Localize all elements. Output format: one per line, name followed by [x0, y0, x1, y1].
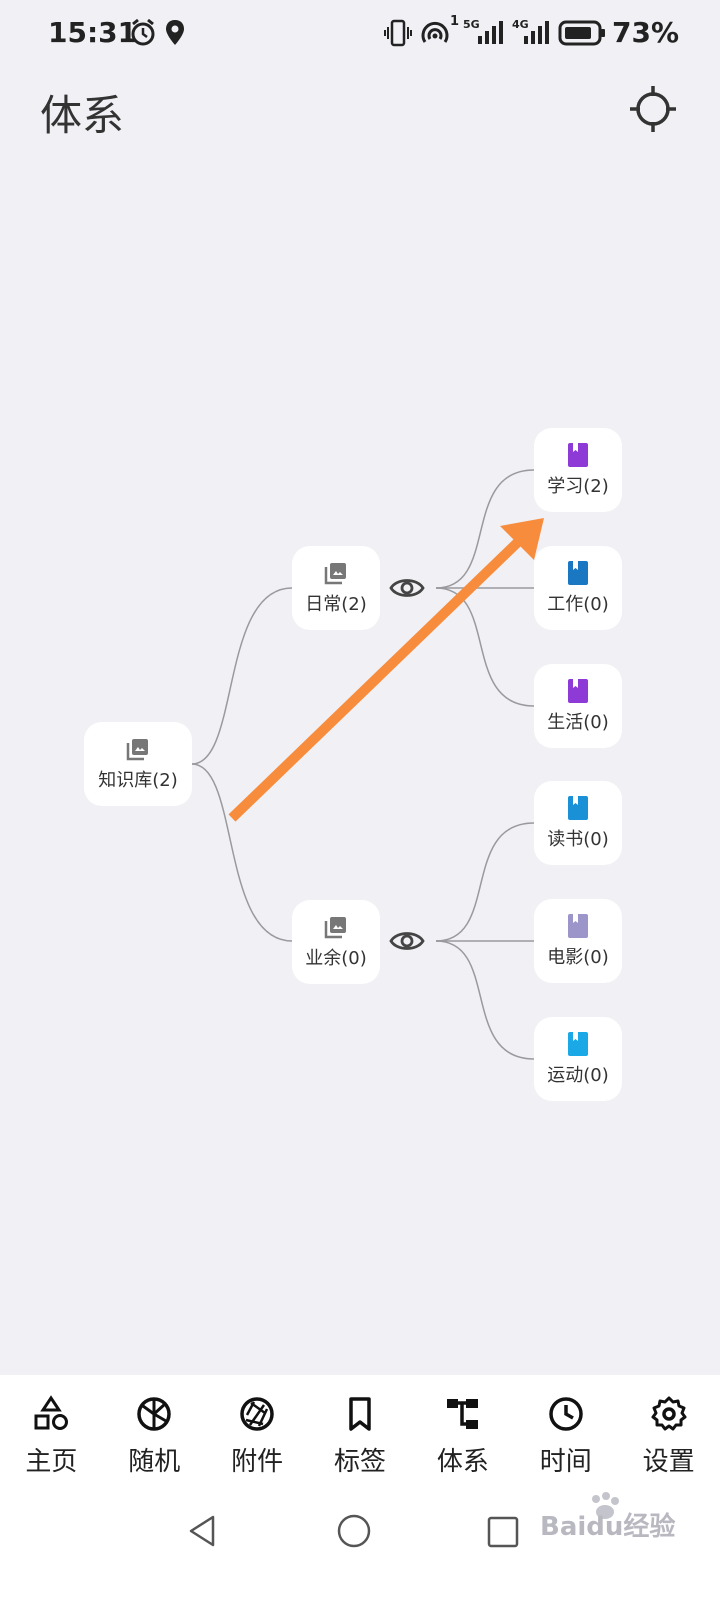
- network-5g: 5G: [463, 18, 480, 31]
- mind-map: 知识库(2) 日常(2) 业余(0) 学习(2): [84, 428, 622, 1101]
- node-leaf-movie[interactable]: 电影(0): [534, 899, 622, 983]
- node-label: 工作(0): [547, 594, 609, 615]
- bottom-nav: 主页 随机 附件 标签 体系 时间: [0, 1375, 720, 1485]
- network-4g: 4G: [512, 18, 529, 31]
- status-time: 15:31: [48, 16, 138, 49]
- notebook-icon: [568, 914, 588, 938]
- node-label: 读书(0): [547, 829, 609, 850]
- notebook-icon: [568, 443, 588, 467]
- location-icon: [166, 20, 184, 45]
- node-leaf-sports[interactable]: 运动(0): [534, 1017, 622, 1101]
- back-icon[interactable]: [186, 1513, 218, 1549]
- node-label: 电影(0): [547, 947, 609, 968]
- alarm-icon: [131, 18, 155, 46]
- notebook-icon: [568, 679, 588, 703]
- nav-settings[interactable]: 设置: [617, 1375, 720, 1485]
- node-leaf-work[interactable]: 工作(0): [534, 546, 622, 630]
- signal-icon: [524, 21, 549, 44]
- battery-icon: [558, 20, 605, 46]
- home-circle-icon[interactable]: [336, 1513, 372, 1549]
- paw-icon: [592, 1492, 619, 1519]
- shapes-icon: [34, 1395, 69, 1430]
- vibrate-icon: [384, 19, 412, 47]
- node-leaf-study[interactable]: 学习(2): [534, 428, 622, 512]
- nav-label: 时间: [539, 1447, 592, 1477]
- hotspot-icon: [421, 21, 449, 43]
- status-bar: 15:31 1 5G 4G 73%: [0, 0, 720, 70]
- nav-attachments[interactable]: 附件: [206, 1375, 309, 1485]
- nav-label: 标签: [334, 1447, 387, 1477]
- nav-tags[interactable]: 标签: [309, 1375, 412, 1485]
- notebook-icon: [568, 1032, 588, 1056]
- node-group-daily[interactable]: 日常(2): [292, 546, 380, 630]
- locate-icon[interactable]: [628, 84, 678, 134]
- nav-time[interactable]: 时间: [514, 1375, 617, 1485]
- node-leaf-reading[interactable]: 读书(0): [534, 781, 622, 865]
- recents-icon[interactable]: [486, 1515, 520, 1549]
- node-label: 知识库(2): [98, 770, 178, 791]
- library-icon: [324, 563, 346, 585]
- library-icon: [324, 917, 346, 939]
- notebook-icon: [568, 796, 588, 820]
- node-root[interactable]: 知识库(2): [84, 722, 192, 806]
- eye-icon[interactable]: [389, 929, 425, 953]
- nav-label: 体系: [436, 1447, 489, 1477]
- system-nav-bar: [0, 1485, 720, 1600]
- nav-label: 主页: [25, 1447, 78, 1477]
- notebook-icon: [568, 561, 588, 585]
- node-label: 生活(0): [547, 712, 609, 733]
- sim-slot: 1: [450, 14, 460, 29]
- node-label: 日常(2): [305, 594, 367, 615]
- node-group-leisure[interactable]: 业余(0): [292, 900, 380, 984]
- nav-label: 设置: [642, 1447, 695, 1477]
- aperture-icon: [240, 1397, 274, 1431]
- node-leaf-life[interactable]: 生活(0): [534, 664, 622, 748]
- random-icon: [137, 1397, 172, 1431]
- library-icon: [126, 739, 148, 761]
- node-label: 运动(0): [547, 1065, 609, 1086]
- nav-random[interactable]: 随机: [103, 1375, 206, 1485]
- eye-icon[interactable]: [389, 576, 425, 600]
- nav-label: 随机: [128, 1447, 181, 1477]
- node-label: 业余(0): [305, 948, 367, 969]
- watermark: Baidu经验: [540, 1512, 676, 1542]
- page-title: 体系: [40, 91, 125, 140]
- node-label: 学习(2): [547, 476, 609, 497]
- hierarchy-icon: [446, 1399, 478, 1429]
- gear-icon: [651, 1396, 687, 1431]
- nav-label: 附件: [231, 1447, 284, 1477]
- battery-percentage: 73%: [612, 16, 680, 49]
- clock-icon: [548, 1397, 583, 1431]
- nav-system[interactable]: 体系: [411, 1375, 514, 1485]
- nav-home[interactable]: 主页: [0, 1375, 103, 1485]
- bookmark-icon: [349, 1397, 371, 1431]
- signal-icon: [478, 21, 503, 44]
